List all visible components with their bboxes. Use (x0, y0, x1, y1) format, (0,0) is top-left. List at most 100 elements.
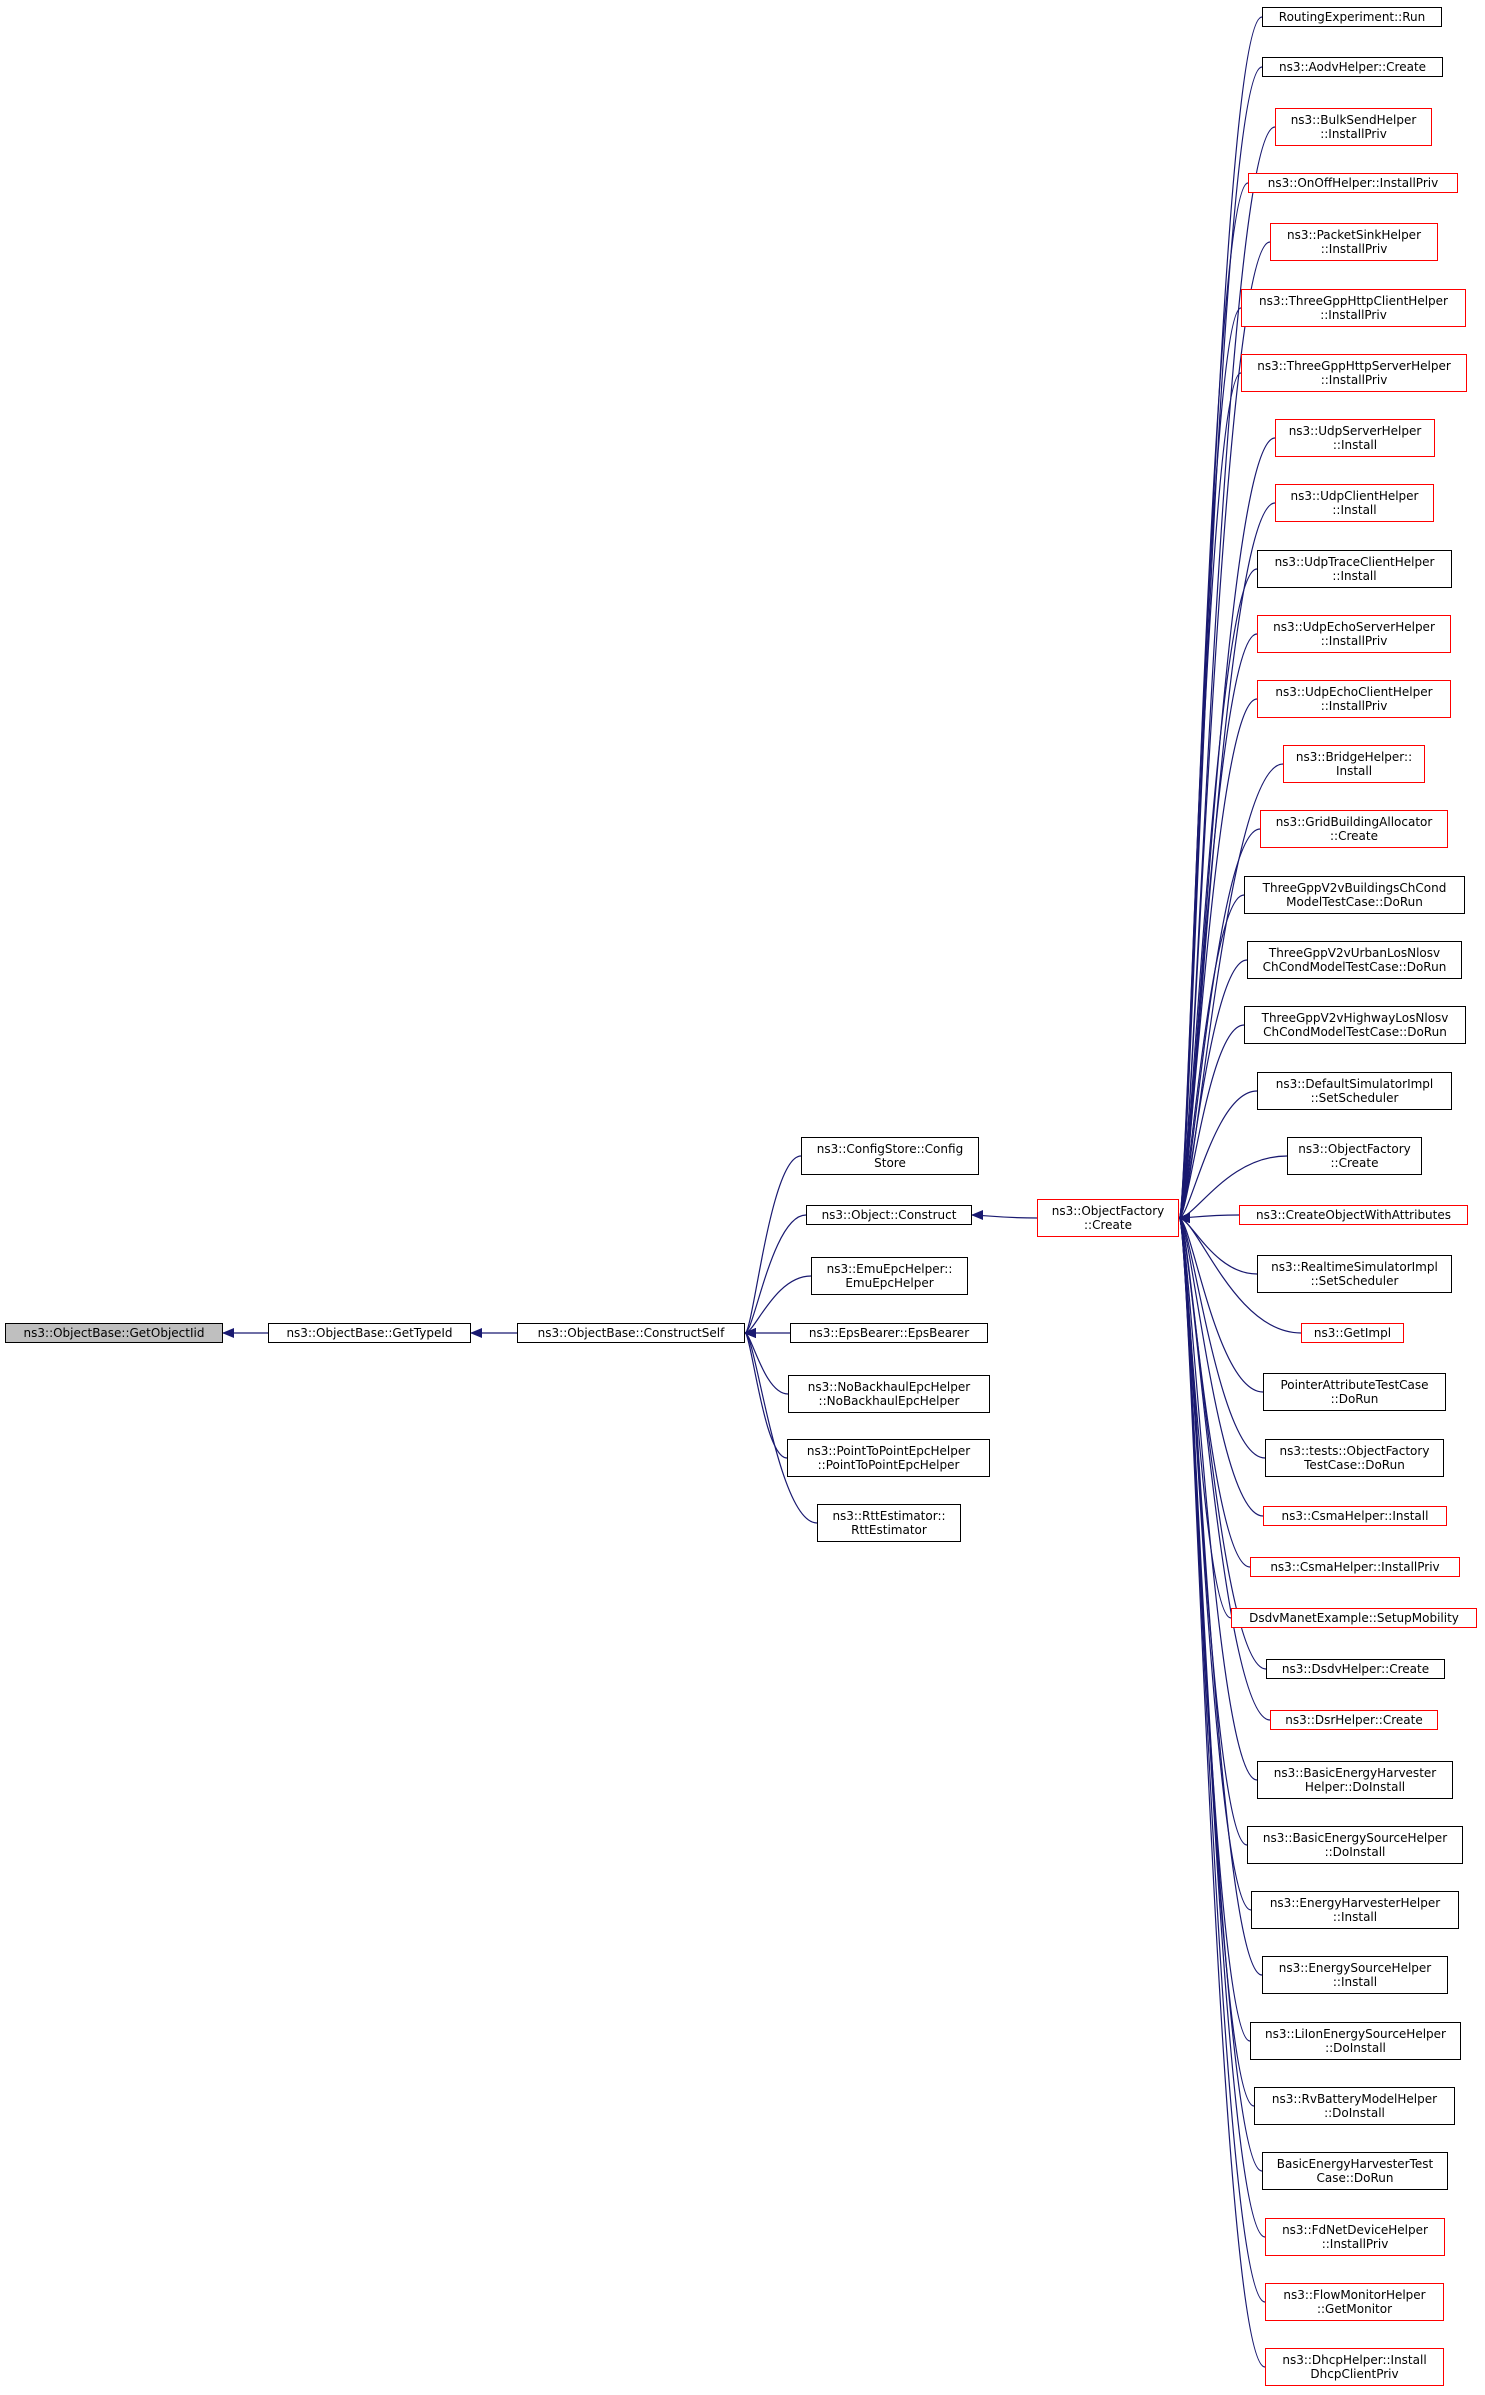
node-r30[interactable]: ns3::BasicEnergyHarvester Helper::DoInst… (1257, 1761, 1453, 1799)
node-gettypeid[interactable]: ns3::ObjectBase::GetTypeId (268, 1323, 471, 1343)
node-r22[interactable]: ns3::GetImpl (1301, 1323, 1404, 1343)
node-configstore[interactable]: ns3::ConfigStore::Config Store (801, 1137, 979, 1175)
node-label: ns3::NoBackhaulEpcHelper ::NoBackhaulEpc… (807, 1380, 971, 1408)
edge-r09-to-objectfactory-create (1178, 502, 1276, 1223)
node-label: ns3::DefaultSimulatorImpl ::SetScheduler (1275, 1077, 1434, 1105)
node-label: ns3::RttEstimator:: RttEstimator (832, 1509, 946, 1537)
node-r31[interactable]: ns3::BasicEnergySourceHelper ::DoInstall (1247, 1826, 1463, 1864)
node-r10[interactable]: ns3::UdpTraceClientHelper ::Install (1257, 550, 1452, 588)
node-label: ThreeGppV2vBuildingsChCond ModelTestCase… (1262, 881, 1447, 909)
node-label: ns3::PacketSinkHelper ::InstallPriv (1286, 228, 1421, 256)
node-r07[interactable]: ns3::ThreeGppHttpServerHelper ::InstallP… (1241, 354, 1467, 392)
node-r34[interactable]: ns3::LiIonEnergySourceHelper ::DoInstall (1250, 2022, 1461, 2060)
node-label: ns3::ThreeGppHttpServerHelper ::InstallP… (1257, 359, 1451, 387)
node-label: ns3::GetImpl (1313, 1326, 1392, 1340)
node-label: ns3::BulkSendHelper ::InstallPriv (1290, 113, 1417, 141)
node-constructself[interactable]: ns3::ObjectBase::ConstructSelf (517, 1323, 745, 1343)
node-r06[interactable]: ns3::ThreeGppHttpClientHelper ::InstallP… (1241, 289, 1466, 327)
node-label: ns3::EnergySourceHelper ::Install (1278, 1961, 1432, 1989)
node-label: ns3::UdpEchoClientHelper ::InstallPriv (1275, 685, 1433, 713)
node-label: ns3::Object::Construct (821, 1208, 957, 1222)
edge-r23-to-objectfactory-create (1178, 1213, 1264, 1393)
node-r09[interactable]: ns3::UdpClientHelper ::Install (1275, 484, 1434, 522)
node-r25[interactable]: ns3::CsmaHelper::Install (1263, 1506, 1447, 1526)
edge-r29-to-objectfactory-create (1178, 1213, 1271, 1721)
node-r21[interactable]: ns3::RealtimeSimulatorImpl ::SetSchedule… (1257, 1255, 1452, 1293)
node-label: ns3::LiIonEnergySourceHelper ::DoInstall (1265, 2027, 1446, 2055)
node-r26[interactable]: ns3::CsmaHelper::InstallPriv (1250, 1557, 1460, 1577)
node-r20[interactable]: ns3::CreateObjectWithAttributes (1239, 1205, 1468, 1225)
node-r04[interactable]: ns3::OnOffHelper::InstallPriv (1248, 173, 1458, 193)
node-epsbearer[interactable]: ns3::EpsBearer::EpsBearer (790, 1323, 988, 1343)
node-r39[interactable]: ns3::DhcpHelper::Install DhcpClientPriv (1265, 2348, 1444, 2386)
node-label: ns3::UdpEchoServerHelper ::InstallPriv (1273, 620, 1435, 648)
node-label: ns3::BasicEnergyHarvester Helper::DoInst… (1273, 1766, 1437, 1794)
edge-r30-to-objectfactory-create (1178, 1213, 1258, 1781)
node-r23[interactable]: PointerAttributeTestCase ::DoRun (1263, 1373, 1446, 1411)
edge-nobackhaul-to-constructself (744, 1328, 789, 1395)
node-r15[interactable]: ThreeGppV2vBuildingsChCond ModelTestCase… (1244, 876, 1465, 914)
node-r13[interactable]: ns3::BridgeHelper:: Install (1283, 745, 1425, 783)
edge-rttestimator-to-constructself (744, 1328, 818, 1524)
edge-r18-to-objectfactory-create (1178, 1090, 1258, 1223)
node-label: ns3::RvBatteryModelHelper ::DoInstall (1271, 2092, 1438, 2120)
node-r02[interactable]: ns3::AodvHelper::Create (1262, 57, 1443, 77)
node-label: ns3::FlowMonitorHelper ::GetMonitor (1283, 2288, 1426, 2316)
node-label: ns3::EpsBearer::EpsBearer (808, 1326, 970, 1340)
node-r19[interactable]: ns3::ObjectFactory ::Create (1287, 1137, 1422, 1175)
node-r24[interactable]: ns3::tests::ObjectFactory TestCase::DoRu… (1265, 1439, 1444, 1477)
node-label: ns3::UdpClientHelper ::Install (1290, 489, 1419, 517)
node-r32[interactable]: ns3::EnergyHarvesterHelper ::Install (1251, 1891, 1459, 1929)
node-rttestimator[interactable]: ns3::RttEstimator:: RttEstimator (817, 1504, 961, 1542)
node-r03[interactable]: ns3::BulkSendHelper ::InstallPriv (1275, 108, 1432, 146)
node-label: ThreeGppV2vUrbanLosNlosv ChCondModelTest… (1262, 946, 1447, 974)
node-label: ns3::BridgeHelper:: Install (1295, 750, 1413, 778)
edge-configstore-to-constructself (744, 1155, 802, 1338)
node-label: ThreeGppV2vHighwayLosNlosv ChCondModelTe… (1261, 1011, 1449, 1039)
node-r29[interactable]: ns3::DsrHelper::Create (1270, 1710, 1438, 1730)
node-p2pepchelper[interactable]: ns3::PointToPointEpcHelper ::PointToPoin… (787, 1439, 990, 1477)
node-r12[interactable]: ns3::UdpEchoClientHelper ::InstallPriv (1257, 680, 1451, 718)
node-nobackhaul[interactable]: ns3::NoBackhaulEpcHelper ::NoBackhaulEpc… (788, 1375, 990, 1413)
node-r16[interactable]: ThreeGppV2vUrbanLosNlosv ChCondModelTest… (1247, 941, 1462, 979)
edge-r28-to-objectfactory-create (1178, 1213, 1267, 1670)
node-r33[interactable]: ns3::EnergySourceHelper ::Install (1262, 1956, 1448, 1994)
node-r38[interactable]: ns3::FlowMonitorHelper ::GetMonitor (1265, 2283, 1444, 2321)
node-label: ns3::DsrHelper::Create (1285, 1713, 1423, 1727)
edge-object-construct-to-constructself (744, 1214, 807, 1338)
edge-r25-to-objectfactory-create (1178, 1213, 1264, 1517)
node-label: ns3::ThreeGppHttpClientHelper ::InstallP… (1259, 294, 1448, 322)
node-r37[interactable]: ns3::FdNetDeviceHelper ::InstallPriv (1265, 2218, 1445, 2256)
node-r08[interactable]: ns3::UdpServerHelper ::Install (1275, 419, 1435, 457)
node-label: ns3::AodvHelper::Create (1278, 60, 1427, 74)
edge-r12-to-objectfactory-create (1178, 698, 1258, 1223)
node-r14[interactable]: ns3::GridBuildingAllocator ::Create (1260, 810, 1448, 848)
edge-r20-to-objectfactory-create (1178, 1212, 1240, 1223)
node-r35[interactable]: ns3::RvBatteryModelHelper ::DoInstall (1254, 2087, 1455, 2125)
node-r11[interactable]: ns3::UdpEchoServerHelper ::InstallPriv (1257, 615, 1451, 653)
node-label: ns3::ObjectBase::GetObjectIid (23, 1326, 205, 1340)
node-label: ns3::ObjectBase::ConstructSelf (537, 1326, 725, 1340)
node-label: ns3::CsmaHelper::InstallPriv (1270, 1560, 1440, 1574)
node-label: ns3::ObjectBase::GetTypeId (286, 1326, 453, 1340)
node-emuepchelper[interactable]: ns3::EmuEpcHelper:: EmuEpcHelper (811, 1257, 968, 1295)
node-object-construct[interactable]: ns3::Object::Construct (806, 1205, 972, 1225)
node-r18[interactable]: ns3::DefaultSimulatorImpl ::SetScheduler (1257, 1072, 1452, 1110)
node-label: ns3::ObjectFactory ::Create (1051, 1204, 1165, 1232)
edge-r24-to-objectfactory-create (1178, 1213, 1266, 1459)
node-r05[interactable]: ns3::PacketSinkHelper ::InstallPriv (1270, 223, 1438, 261)
node-label: ns3::GridBuildingAllocator ::Create (1275, 815, 1433, 843)
node-r28[interactable]: ns3::DsdvHelper::Create (1266, 1659, 1445, 1679)
node-label: DsdvManetExample::SetupMobility (1249, 1611, 1459, 1625)
node-objectfactory-create[interactable]: ns3::ObjectFactory ::Create (1037, 1199, 1179, 1237)
node-r27[interactable]: DsdvManetExample::SetupMobility (1231, 1608, 1477, 1628)
edge-r07-to-objectfactory-create (1178, 372, 1242, 1222)
node-r36[interactable]: BasicEnergyHarvesterTest Case::DoRun (1262, 2152, 1448, 2190)
node-r01[interactable]: RoutingExperiment::Run (1262, 7, 1442, 27)
node-r17[interactable]: ThreeGppV2vHighwayLosNlosv ChCondModelTe… (1244, 1006, 1466, 1044)
edge-p2pepchelper-to-constructself (744, 1328, 788, 1459)
node-label: ns3::tests::ObjectFactory TestCase::DoRu… (1279, 1444, 1430, 1472)
node-label: ns3::CsmaHelper::Install (1281, 1509, 1429, 1523)
node-label: ns3::RealtimeSimulatorImpl ::SetSchedule… (1271, 1260, 1438, 1288)
